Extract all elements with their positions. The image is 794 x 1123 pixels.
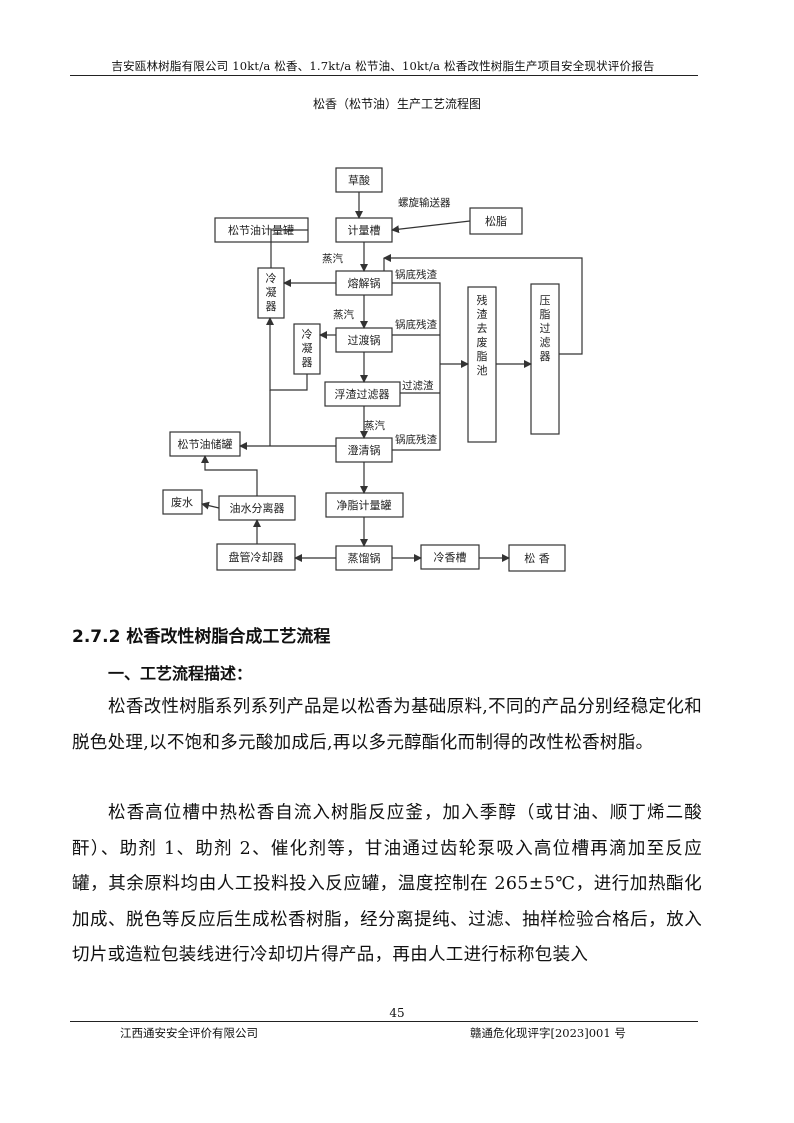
node-clean-meter: 净脂计量罐 [325, 492, 404, 518]
node-coil-cooler: 盘管冷却器 [216, 543, 296, 571]
page-header-title: 吉安瓯林树脂有限公司 10kt/a 松香、1.7kt/a 松节油、10kt/a … [111, 59, 655, 73]
node-clean-meter-label: 净脂计量罐 [337, 498, 392, 512]
node-waste-water-label: 废水 [171, 495, 193, 509]
node-turp-meter-label: 松节油计量罐 [228, 223, 294, 237]
node-rosin: 松 香 [508, 544, 566, 572]
node-melt: 熔解锅 [335, 270, 393, 296]
footer-company: 江西通安安全评价有限公司 [120, 1026, 258, 1040]
node-cool-tank: 冷香槽 [420, 544, 480, 570]
node-press: 压脂过滤器 [530, 283, 560, 435]
node-cond2-label: 冷凝器 [302, 328, 313, 369]
node-oxalic: 草酸 [335, 167, 383, 193]
node-rosin-fat-label: 松脂 [485, 214, 507, 228]
node-distill-label: 蒸馏锅 [348, 551, 381, 565]
figure-title: 松香（松节油）生产工艺流程图 [312, 97, 481, 111]
label-filter-residue: 过滤渣 [402, 379, 434, 392]
node-cond2: 冷凝器 [293, 323, 321, 375]
flow-connectors [201, 192, 583, 562]
paragraph-1: 松香改性树脂系列系列产品是以松香为基础原料,不同的产品分别经稳定化和脱色处理,以… [72, 697, 702, 753]
section-heading: 2.7.2 松香改性树脂合成工艺流程 [72, 627, 331, 647]
node-waste-water: 废水 [162, 489, 203, 515]
node-meter-label: 计量槽 [348, 224, 381, 237]
node-residue-pool-label: 残渣去废脂池 [477, 293, 488, 377]
node-separator: 油水分离器 [218, 495, 296, 521]
node-separator-label: 油水分离器 [230, 501, 285, 515]
label-steam-1: 蒸汽 [322, 252, 343, 265]
label-residue-3: 锅底残渣 [395, 433, 437, 446]
paragraph-2: 松香高位槽中热松香自流入树脂反应釜，加入季醇（或甘油、顺丁烯二酸酐）、助剂 1、… [72, 803, 702, 965]
label-residue-2: 锅底残渣 [395, 318, 437, 331]
node-float: 浮渣过滤器 [324, 381, 401, 407]
label-steam-2: 蒸汽 [333, 308, 354, 321]
node-transfer-label: 过渡锅 [348, 333, 381, 347]
node-oxalic-label: 草酸 [348, 173, 370, 187]
node-residue-pool: 残渣去废脂池 [467, 286, 497, 443]
node-turp-store: 松节油储罐 [169, 431, 241, 457]
node-cond1-label: 冷凝器 [266, 272, 277, 313]
header-divider [70, 75, 698, 76]
footer-divider [70, 1021, 698, 1022]
node-melt-label: 熔解锅 [348, 276, 381, 290]
node-cool-tank-label: 冷香槽 [434, 551, 467, 564]
label-residue-1: 锅底残渣 [395, 268, 437, 281]
node-meter: 计量槽 [335, 217, 393, 243]
node-coil-cooler-label: 盘管冷却器 [229, 550, 284, 564]
page-number: 45 [389, 1006, 405, 1020]
node-transfer: 过渡锅 [335, 327, 393, 353]
node-float-label: 浮渣过滤器 [335, 387, 390, 401]
process-flow-diagram: 草酸 松节油计量罐 计量槽 松脂 熔解锅 冷凝器 冷凝器 过渡锅 浮渣过滤器 松… [162, 167, 583, 572]
footer-doc-number: 赣通危化现评字[2023]001 号 [470, 1026, 626, 1040]
node-turp-meter: 松节油计量罐 [214, 217, 309, 243]
section-subheading: 一、工艺流程描述： [108, 664, 253, 683]
node-rosin-fat: 松脂 [469, 207, 523, 235]
node-clarify-label: 澄清锅 [348, 443, 381, 457]
node-press-label: 压脂过滤器 [540, 294, 551, 363]
node-cond1: 冷凝器 [257, 267, 285, 319]
node-rosin-label: 松 香 [524, 551, 550, 565]
label-screw-conveyor: 螺旋输送器 [398, 196, 451, 209]
node-clarify: 澄清锅 [335, 437, 393, 463]
node-distill: 蒸馏锅 [335, 545, 393, 571]
label-steam-3: 蒸汽 [364, 419, 385, 432]
node-turp-store-label: 松节油储罐 [178, 437, 233, 451]
